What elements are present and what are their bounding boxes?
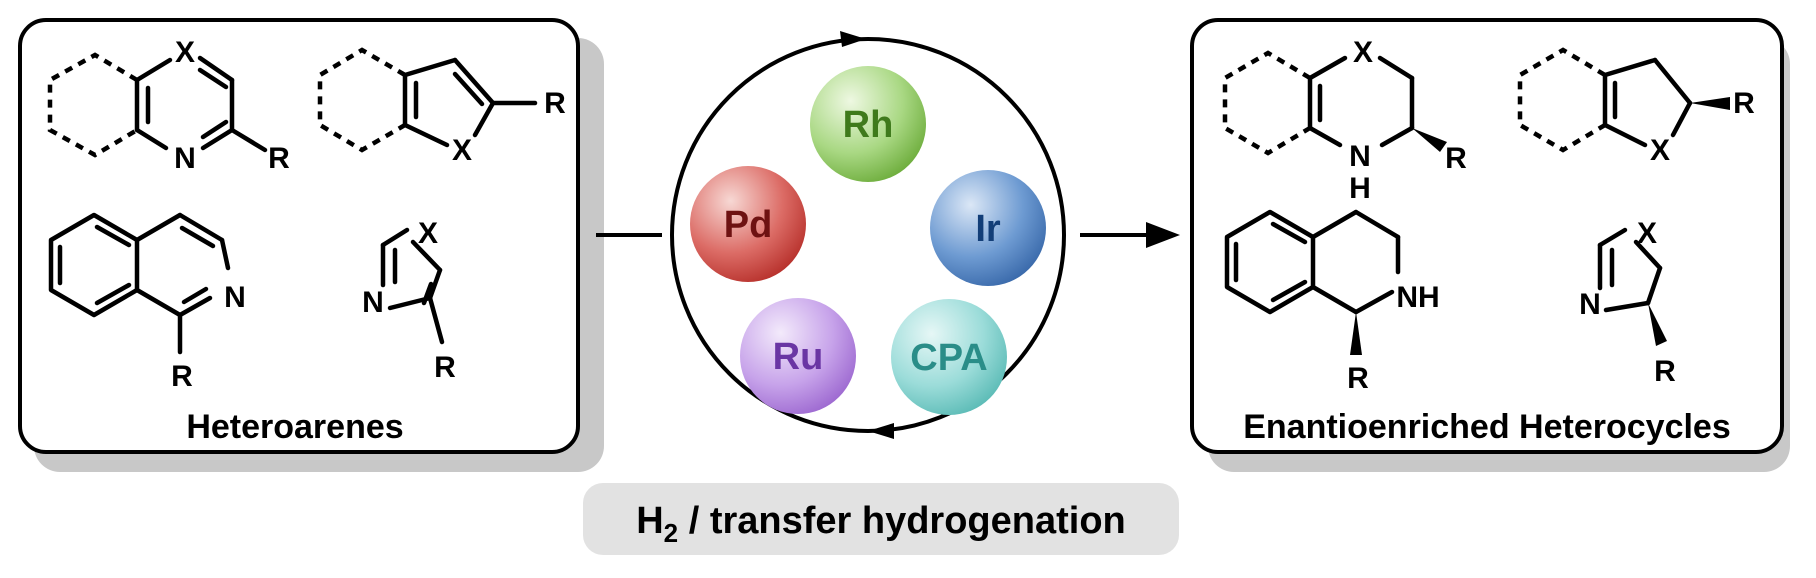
catalyst-ru: Ru — [740, 298, 856, 414]
atom-x: X — [1650, 134, 1670, 167]
catalyst-ir-label: Ir — [975, 208, 1001, 250]
catalyst-pd-label: Pd — [724, 204, 773, 246]
heteroarene-isoquinoline: N R — [48, 212, 246, 393]
conditions-pill: H2 / transfer hydrogenation — [583, 483, 1179, 555]
atom-r: R — [434, 351, 456, 384]
heteroarene-benzofused-five-ring: R X — [317, 47, 566, 167]
atom-r: R — [268, 142, 290, 175]
catalyst-rh-sphere — [810, 66, 926, 182]
atom-n: N — [1349, 140, 1371, 173]
catalyst-pd-sphere — [690, 166, 806, 282]
atom-nh: NH — [1396, 281, 1439, 314]
atom-r: R — [1445, 142, 1467, 175]
catalyst-ir-sphere — [930, 170, 1046, 286]
left-panel: X N R R X — [18, 18, 604, 472]
cycle-arrowhead-top — [840, 31, 866, 47]
atom-x: X — [1353, 36, 1373, 69]
product-dihydroazole: X N R — [1579, 217, 1676, 388]
atom-r: R — [1654, 355, 1676, 388]
atom-r: R — [544, 87, 566, 120]
heteroarene-bicyclic-azine: X N R — [47, 36, 290, 175]
catalyst-rh: Rh — [810, 66, 926, 182]
right-panel-title: Enantioenriched Heterocycles — [1243, 408, 1731, 446]
product-tetrahydroisoquinoline: NH R — [1224, 209, 1440, 395]
atom-r: R — [171, 360, 193, 393]
catalyst-ir: Ir — [930, 170, 1046, 286]
atom-x: X — [175, 36, 195, 69]
catalyst-cpa-label: CPA — [910, 337, 987, 379]
atom-n: N — [1579, 288, 1601, 321]
atom-n: N — [224, 281, 246, 314]
atom-x: X — [1637, 217, 1657, 250]
conditions-text: H2 / transfer hydrogenation — [636, 500, 1126, 548]
catalyst-ru-label: Ru — [773, 336, 824, 378]
heteroarene-azole: X N R — [362, 217, 456, 384]
catalyst-rh-label: Rh — [843, 104, 894, 146]
product-benzofused-five-ring: R X — [1517, 47, 1755, 167]
catalytic-cycle: Rh Pd Ir Ru CPA — [596, 31, 1180, 439]
catalyst-cpa: CPA — [891, 299, 1007, 415]
atom-n: N — [174, 142, 196, 175]
product-tetrahydro-azine: X N H R — [1222, 36, 1467, 205]
catalyst-cpa-sphere — [891, 299, 1007, 415]
catalyst-ru-sphere — [740, 298, 856, 414]
cycle-arrowhead-bottom — [868, 423, 894, 439]
atom-x: X — [418, 217, 438, 250]
left-panel-box — [18, 18, 580, 454]
atom-r: R — [1733, 87, 1755, 120]
atom-n: N — [362, 286, 384, 319]
left-panel-title: Heteroarenes — [186, 408, 403, 446]
atom-r: R — [1347, 362, 1369, 395]
conditions-background — [583, 483, 1179, 555]
catalyst-pd: Pd — [690, 166, 806, 282]
atom-h: H — [1349, 172, 1371, 205]
right-panel-box — [1190, 18, 1784, 454]
atom-x: X — [452, 134, 472, 167]
output-arrowhead — [1146, 222, 1180, 248]
right-panel: X N H R R X — [1190, 18, 1790, 472]
